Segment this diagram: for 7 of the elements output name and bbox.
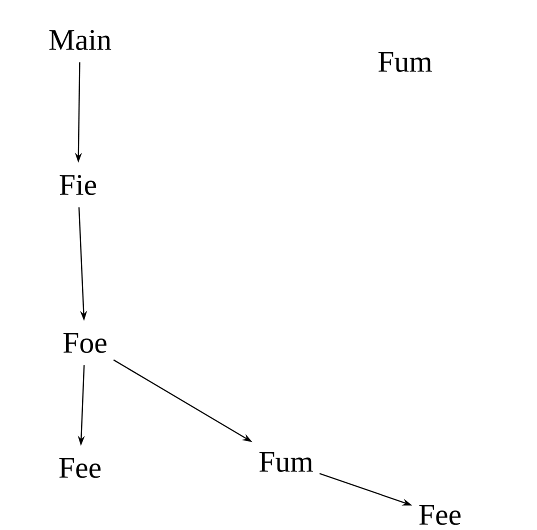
node-label: Fie bbox=[60, 174, 96, 196]
node-label: Main bbox=[49, 30, 112, 50]
node-label: Fum bbox=[378, 52, 432, 72]
node-label: Fee bbox=[59, 458, 101, 478]
node-label: Fum bbox=[259, 452, 313, 472]
node-label: Fee bbox=[419, 505, 461, 525]
node-label: Foe bbox=[63, 333, 106, 353]
